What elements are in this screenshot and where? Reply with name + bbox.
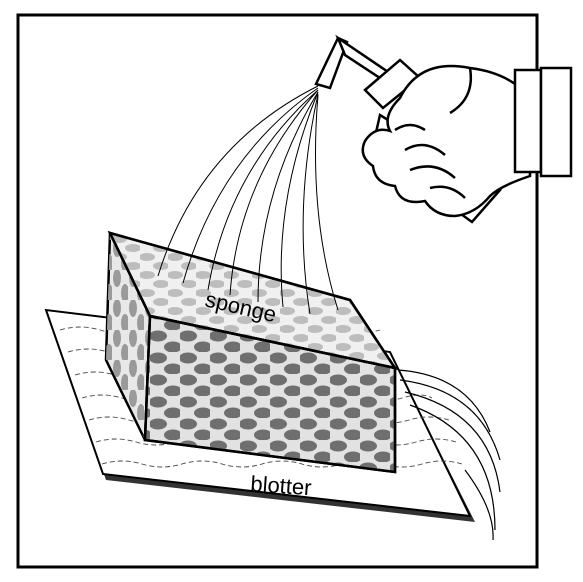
sleeve-cuff	[513, 66, 573, 178]
sponge-end-holes	[106, 233, 150, 440]
sponge-top-holes	[110, 233, 395, 368]
sponge	[104, 231, 398, 474]
wicking-lines	[397, 369, 501, 541]
hand-icon	[361, 64, 532, 218]
blotter-label: blotter	[250, 471, 313, 500]
water-spray-lines	[157, 85, 339, 315]
